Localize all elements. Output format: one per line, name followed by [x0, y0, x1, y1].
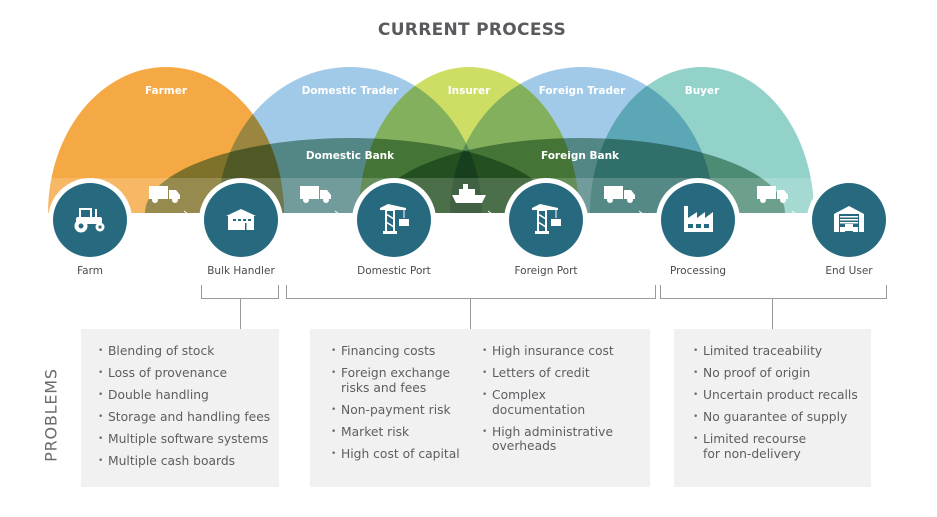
stage-processing: [656, 178, 740, 262]
problem-item: Multiple software systems: [98, 432, 279, 447]
problems-label: PROBLEMS: [30, 360, 72, 470]
transport-label: Freight: [752, 224, 794, 236]
problem-box-bulk-handler: Blending of stock Loss of provenance Dou…: [81, 329, 279, 487]
truck-icon: [300, 186, 331, 203]
problem-item: Limited traceability: [693, 344, 871, 359]
arrow-head-icon: [791, 210, 797, 218]
actor-label-insurer: Insurer: [448, 85, 491, 97]
warehouse-icon: [226, 209, 256, 230]
ship-icon: [452, 184, 486, 203]
bracket-ports: [286, 285, 656, 299]
arrow-head-icon: [334, 210, 340, 218]
problem-item: Market risk: [331, 425, 481, 440]
bracket-bulk-handler: [201, 285, 279, 299]
problem-item: High insurance cost: [482, 344, 642, 359]
transport-5: Freight: [749, 186, 797, 236]
problem-item: No guarantee of supply: [693, 410, 871, 425]
problems-label-text: PROBLEMS: [41, 368, 61, 462]
problem-item: No proof of origin: [693, 366, 871, 381]
tractor-icon: [74, 208, 105, 233]
factory-icon: [684, 206, 713, 232]
truck-icon: [757, 186, 788, 203]
transport-3: Sea Freight: [435, 184, 503, 236]
truck-icon: [149, 186, 180, 203]
bank-label-foreign: Foreign Bank: [541, 150, 620, 162]
problem-item: High administrative overheads: [482, 425, 622, 454]
problem-item: Financing costs: [331, 344, 481, 359]
transport-2: Freight: [292, 186, 340, 236]
problem-item: Foreign exchange risks and fees: [331, 366, 461, 395]
problem-item: High cost of capital: [331, 447, 481, 462]
problem-item: Blending of stock: [98, 344, 279, 359]
problem-box-processing: Limited traceability No proof of origin …: [674, 329, 871, 487]
problem-item: Double handling: [98, 388, 279, 403]
actor-label-domestic-trader: Domestic Trader: [302, 85, 400, 97]
transport-4: Freight: [596, 186, 644, 236]
storage-garage-icon: [834, 206, 864, 232]
transport-label: Freight: [295, 224, 337, 236]
arrow-head-icon: [183, 210, 189, 218]
problem-item: Letters of credit: [482, 366, 642, 381]
port-crane-icon: [380, 204, 409, 234]
stage-bulk-handler: [199, 178, 283, 262]
problem-box-ports: Financing costs Foreign exchange risks a…: [310, 329, 650, 487]
stage-farm: [48, 178, 132, 262]
problem-item: Multiple cash boards: [98, 454, 279, 469]
transport-label: Freight: [144, 224, 186, 236]
port-crane-icon: [532, 204, 561, 234]
stage-domestic-port: [352, 178, 436, 262]
problem-item: Loss of provenance: [98, 366, 279, 381]
problem-item: Complex documentation: [482, 388, 592, 417]
bank-label-domestic: Domestic Bank: [306, 150, 395, 162]
stage-label-foreign-port: Foreign Port: [514, 265, 577, 277]
stage-label-processing: Processing: [670, 265, 726, 277]
transport-label: Freight: [599, 224, 641, 236]
stage-label-farm: Farm: [77, 265, 103, 277]
bracket-processing-enduser: [660, 285, 887, 299]
arrow-head-icon: [638, 210, 644, 218]
transport-1: Freight: [141, 186, 189, 236]
actor-label-farmer: Farmer: [145, 85, 188, 97]
actor-label-buyer: Buyer: [685, 85, 720, 97]
page-title: CURRENT PROCESS: [377, 20, 567, 40]
problem-item: Limited recourse for non-delivery: [693, 432, 823, 461]
stage-end-user: [807, 178, 891, 262]
problem-item: Uncertain product recalls: [693, 388, 871, 403]
transport-label: Sea Freight: [435, 224, 503, 236]
actor-label-foreign-trader: Foreign Trader: [539, 85, 626, 97]
stage-label-bulk-handler: Bulk Handler: [207, 265, 275, 277]
stage-foreign-port: [504, 178, 588, 262]
arrow-head-icon: [487, 210, 493, 218]
truck-icon: [604, 186, 635, 203]
problem-item: Non-payment risk: [331, 403, 481, 418]
problem-item: Storage and handling fees: [98, 410, 279, 425]
stage-label-domestic-port: Domestic Port: [357, 265, 431, 277]
stage-label-end-user: End User: [825, 265, 873, 277]
